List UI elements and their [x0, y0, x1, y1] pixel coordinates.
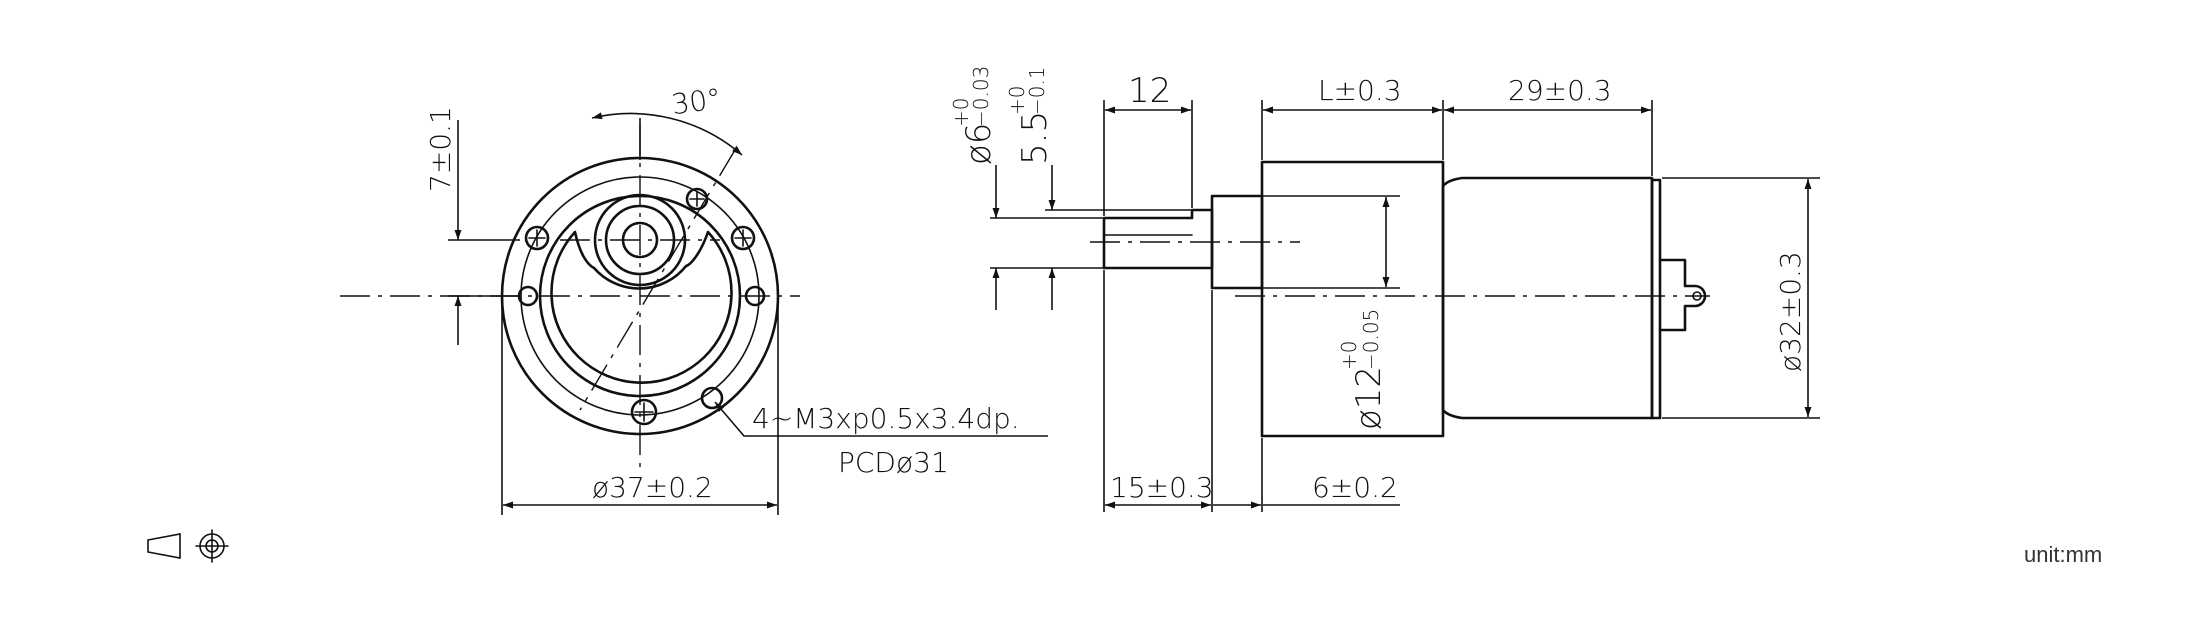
pcd-label: PCDø31: [838, 446, 949, 479]
locating-hole-right: [744, 285, 766, 307]
screw-leader-line: [714, 401, 1048, 437]
front-view: 30° 7±0.1 ø37±0.2 4~M3xp0.5x3.4dp. PCDø3…: [340, 82, 1048, 515]
motor-terminal: [1658, 258, 1707, 332]
dia37-label: ø37±0.2: [592, 471, 713, 504]
shaft-dia-main: ø6: [959, 123, 999, 165]
screw-hole-bottom: [630, 398, 658, 426]
angle-label: 30°: [670, 82, 724, 122]
flat-label-group: 5.5 +0 −0.1: [1005, 66, 1055, 165]
front-centerline-diagonal: [579, 149, 736, 411]
angle-arc: [591, 112, 743, 156]
flat-main: 5.5: [1015, 111, 1055, 165]
flange-pcd-circle: [520, 176, 760, 416]
len29-label: 29±0.3: [1508, 74, 1612, 107]
shaft-dia-tol-lower: −0.03: [969, 66, 993, 127]
side-view: ø6 +0 −0.03 5.5 +0 −0.1 12 L±0.3 29±0.3 …: [949, 66, 1820, 512]
shaft-dia-label-group: ø6 +0 −0.03: [949, 66, 999, 165]
motor-body: [1441, 176, 1654, 420]
output-boss-outer: [593, 193, 687, 287]
len15-label: 15±0.3: [1110, 471, 1214, 504]
output-shaft: [621, 221, 659, 259]
screw-hole-bottom-right: [700, 386, 724, 410]
motor-dia-label: ø32±0.3: [1774, 251, 1807, 372]
shaft-dia-tol-upper: +0: [949, 98, 973, 127]
output-shaft-profile: [1102, 208, 1214, 270]
boss-dia-label-group: ø12 +0 −0.05: [1337, 309, 1389, 430]
unit-label: unit:mm: [2024, 542, 2102, 567]
height-label: 7±0.1: [424, 106, 457, 192]
boss-dia-tol-upper: +0: [1337, 341, 1361, 370]
len6-label: 6±0.2: [1312, 471, 1398, 504]
flat-tol-upper: +0: [1005, 86, 1029, 115]
output-boss-mid: [604, 204, 676, 276]
third-angle-projection-icon: [147, 529, 229, 563]
screw-hole-left: [524, 225, 550, 251]
screw-label: 4~M3xp0.5x3.4dp.: [752, 402, 1020, 435]
screw-hole-top-right: [685, 187, 709, 211]
screw-hole-right: [730, 225, 756, 251]
gear-window-crescent: [550, 230, 733, 384]
boss-dia-main: ø12: [1349, 366, 1389, 430]
boss-dia-tol-lower: −0.05: [1359, 309, 1383, 370]
len12-label: 12: [1128, 71, 1171, 111]
motor-end-cap: [1650, 178, 1662, 420]
lenL-label: L±0.3: [1318, 74, 1402, 107]
flat-tol-lower: −0.1: [1025, 66, 1049, 115]
